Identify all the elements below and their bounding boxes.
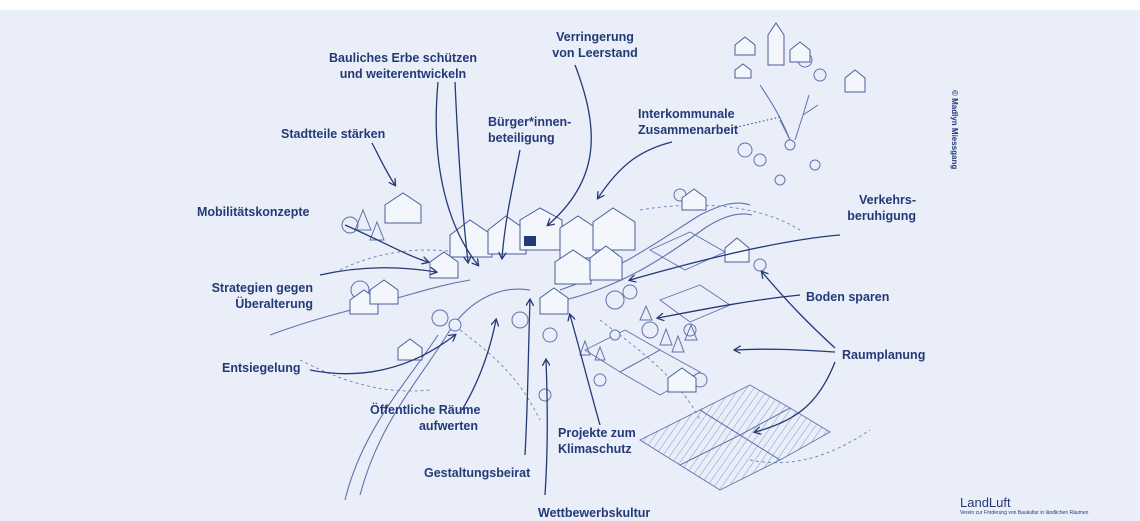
label-buergerbeteiligung: Bürger*innen- beteiligung bbox=[488, 115, 572, 145]
trees bbox=[341, 52, 827, 402]
big-tree bbox=[779, 94, 819, 141]
label-strategien: Strategien gegen Überalterung bbox=[211, 281, 313, 311]
label-verkehrsberuhigung: Verkehrs- beruhigung bbox=[847, 193, 916, 223]
building-dark bbox=[524, 236, 536, 246]
label-stadtteile: Stadtteile stärken bbox=[281, 127, 386, 141]
label-entsiegelung: Entsiegelung bbox=[222, 361, 301, 375]
label-gestaltungsbeirat: Gestaltungsbeirat bbox=[424, 466, 531, 480]
label-boden-sparen: Boden sparen bbox=[806, 290, 890, 304]
label-bauliches-erbe: Bauliches Erbe schützen und weiterentwic… bbox=[329, 51, 477, 81]
dashed-paths bbox=[299, 204, 871, 464]
buildings bbox=[349, 22, 866, 393]
label-klimaschutz: Projekte zum Klimaschutz bbox=[558, 426, 636, 456]
label-leerstand: Verringerung von Leerstand bbox=[552, 30, 638, 60]
label-mobilitaet: Mobilitätskonzepte bbox=[197, 205, 310, 219]
connector-dotted bbox=[724, 116, 781, 131]
fields bbox=[584, 231, 831, 491]
label-oeffentliche-raeume: Öffentliche Räume aufwerten bbox=[370, 403, 481, 433]
label-wettbewerbskultur: Wettbewerbskultur bbox=[538, 506, 651, 520]
landluft-logo: LandLuft Verein zur Förderung von Baukul… bbox=[960, 495, 1089, 517]
illustrator-credit: © Madlyn Miessgang bbox=[950, 90, 959, 170]
label-interkommunale-zusammenarbeit: Interkommunale Zusammenarbeit bbox=[638, 107, 739, 137]
label-raumplanung: Raumplanung bbox=[842, 348, 926, 362]
leader-arrows bbox=[309, 64, 841, 496]
